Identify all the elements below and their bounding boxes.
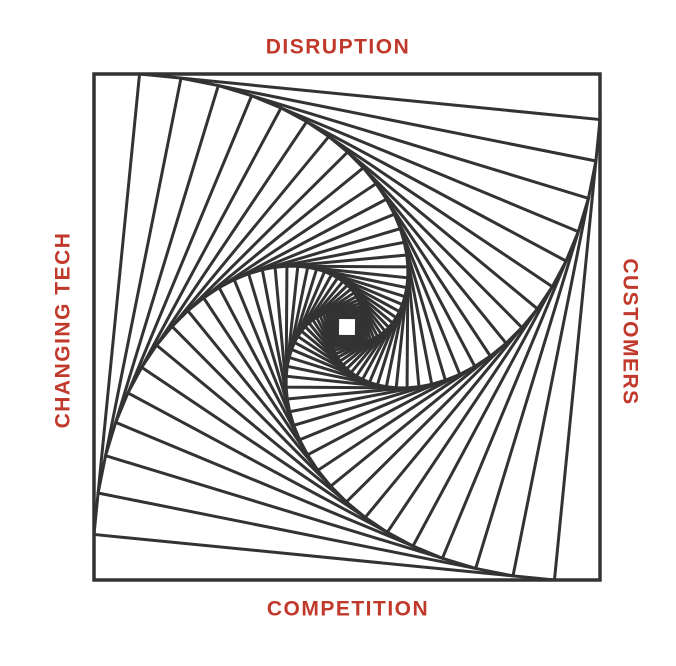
spiral-square-1 [92,72,602,582]
spiral-square-21 [292,272,402,382]
spiral-square-20 [289,269,405,385]
spiral-square-16 [284,264,410,390]
spiral-square-15 [273,253,421,401]
label-disruption: DISRUPTION [265,35,411,59]
spiral-center-square [338,318,356,336]
spiral-square-23 [299,279,395,375]
spiral-square-17 [284,264,410,390]
spiral-square-5 [125,105,569,549]
label-competition: COMPETITION [266,597,430,621]
spiral-square-8 [169,149,525,505]
spiral-square-14 [260,240,434,414]
spiral-square-18 [285,265,409,389]
spiral-squares-group [92,72,602,582]
spiral-square-7 [154,134,540,520]
spiral-square-10 [201,181,493,473]
spiral-square-9 [185,165,509,489]
spiral-square-12 [232,212,462,442]
spiral-square-6 [139,119,555,535]
spiral-square-22 [295,275,399,379]
spiral-square-19 [287,267,407,387]
spiral-square-0 [92,72,602,582]
spiral-square-11 [217,197,477,457]
spiral-square-3 [103,83,591,571]
spiral-square-13 [246,226,448,428]
spiral-square-4 [113,93,581,561]
spiral-square-2 [96,76,598,578]
